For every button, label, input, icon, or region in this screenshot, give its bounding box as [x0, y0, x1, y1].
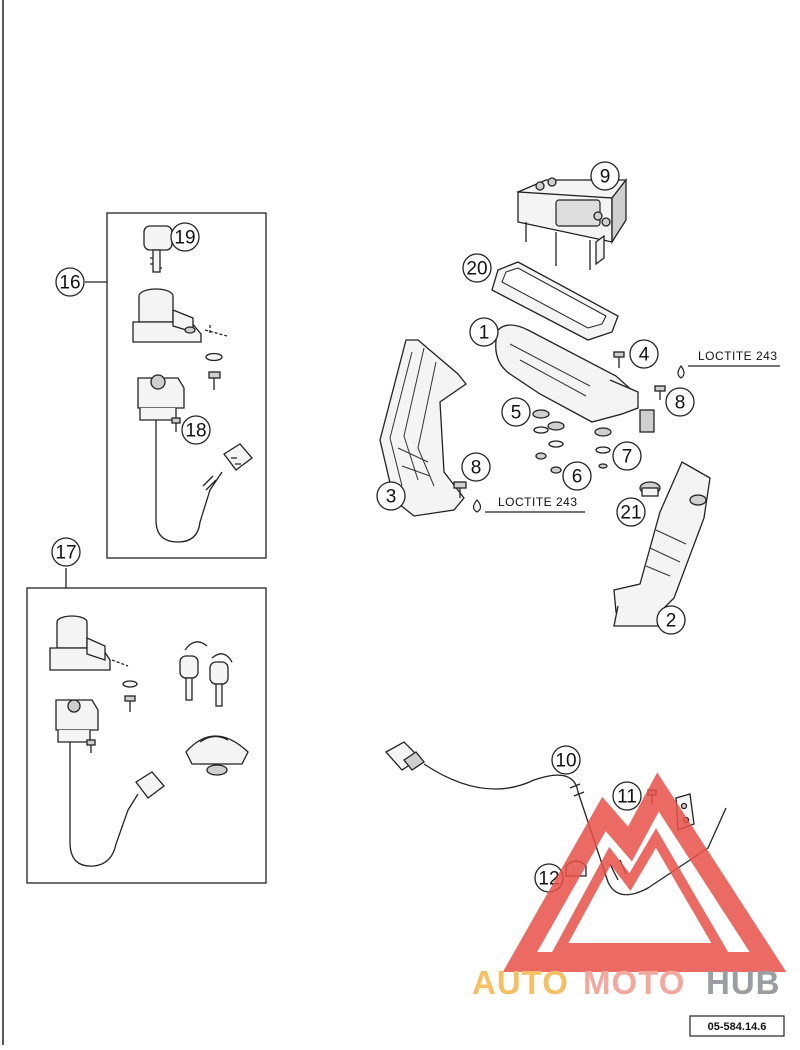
callout-9: 9 [600, 167, 611, 188]
reference-code-box: 05-584.14.6 [689, 1015, 785, 1037]
ignition-key-19 [143, 225, 173, 273]
callout-21: 21 [620, 503, 641, 524]
watermark-text-moto: MOTO [583, 964, 685, 1001]
lock-set-17-box: 17 [26, 537, 267, 884]
watermark-logo: AUTO MOTO HUB [472, 772, 787, 1001]
washer [205, 352, 223, 362]
callout-17: 17 [55, 543, 76, 564]
lock-cylinder-body-17 [49, 615, 129, 671]
screw-8-right [654, 385, 666, 400]
gasket-20 [491, 261, 619, 341]
lock-cover-cap [185, 735, 249, 776]
callout-3: 3 [386, 487, 397, 508]
ignition-lock-set-16-box: 16 19 [55, 212, 267, 559]
callout-16: 16 [59, 273, 80, 294]
watermark-text-hub: HUB [706, 964, 781, 1001]
callout-10: 10 [555, 751, 576, 772]
watermark-text-auto: AUTO [472, 964, 569, 1001]
callout-4: 4 [639, 345, 650, 366]
callout-7: 7 [622, 447, 633, 468]
callout-1: 1 [479, 323, 490, 344]
side-cover-2 [613, 461, 711, 627]
reference-code: 05-584.14.6 [708, 1021, 767, 1033]
ignition-switch [137, 374, 185, 421]
grommet-21 [639, 481, 661, 497]
bolt [208, 371, 221, 390]
washer-17 [122, 680, 138, 688]
instrument-bracket-1 [495, 324, 655, 433]
callout-19: 19 [174, 228, 195, 249]
callout-6: 6 [572, 467, 583, 488]
switch-cable-connector [155, 420, 253, 543]
headlight-mask-3 [379, 339, 467, 517]
callout-8-left: 8 [471, 458, 482, 479]
wiring-harness-10 [384, 741, 727, 896]
screw-17 [86, 739, 96, 753]
lock-cylinder-body [132, 288, 228, 343]
key-pair [179, 641, 233, 707]
rubber-grommet-5 [532, 409, 565, 448]
callout-5: 5 [511, 403, 522, 424]
callout-18: 18 [185, 421, 206, 442]
switch-cable-17 [69, 742, 165, 867]
loctite-drop-top [677, 364, 780, 379]
bolt-17 [124, 695, 136, 712]
loctite-label-top: LOCTITE 243 [698, 349, 778, 363]
callout-20: 20 [466, 259, 487, 280]
callout-11: 11 [617, 787, 637, 808]
screw-8-left [453, 481, 467, 498]
speedometer-9 [516, 177, 628, 270]
loctite-drop-bottom [472, 499, 585, 513]
callout-8-right: 8 [675, 393, 686, 414]
ignition-switch-17 [55, 699, 99, 743]
callout-2: 2 [666, 611, 677, 632]
screw-18 [171, 417, 181, 432]
nut-6 [535, 452, 562, 474]
screw-4 [613, 351, 625, 368]
loctite-label-bottom: LOCTITE 243 [498, 495, 578, 509]
grommet-7 [594, 427, 612, 469]
